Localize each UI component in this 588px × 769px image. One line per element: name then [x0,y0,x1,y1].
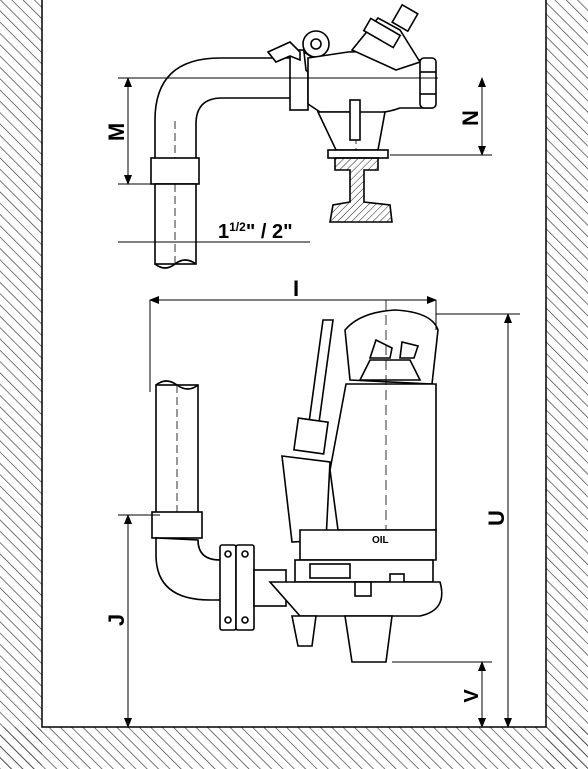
label-oil: OIL [372,535,389,546]
label-j: J [104,614,129,626]
label-v: V [461,689,483,703]
dimension-pipe [118,234,310,252]
dimension-j [118,514,160,728]
dimension-m [118,77,438,185]
label-i: I [293,276,299,301]
dimension-v [392,661,492,728]
dimension-n [390,77,492,156]
label-n: N [458,110,483,126]
dimension-i [149,296,437,392]
label-u: U [484,510,509,526]
label-pipe-size: 11/2" / 2" [218,220,293,243]
pump-assembly [151,300,443,663]
dimension-u [436,313,520,728]
coupling-detail [150,3,437,269]
label-m: M [104,123,129,141]
